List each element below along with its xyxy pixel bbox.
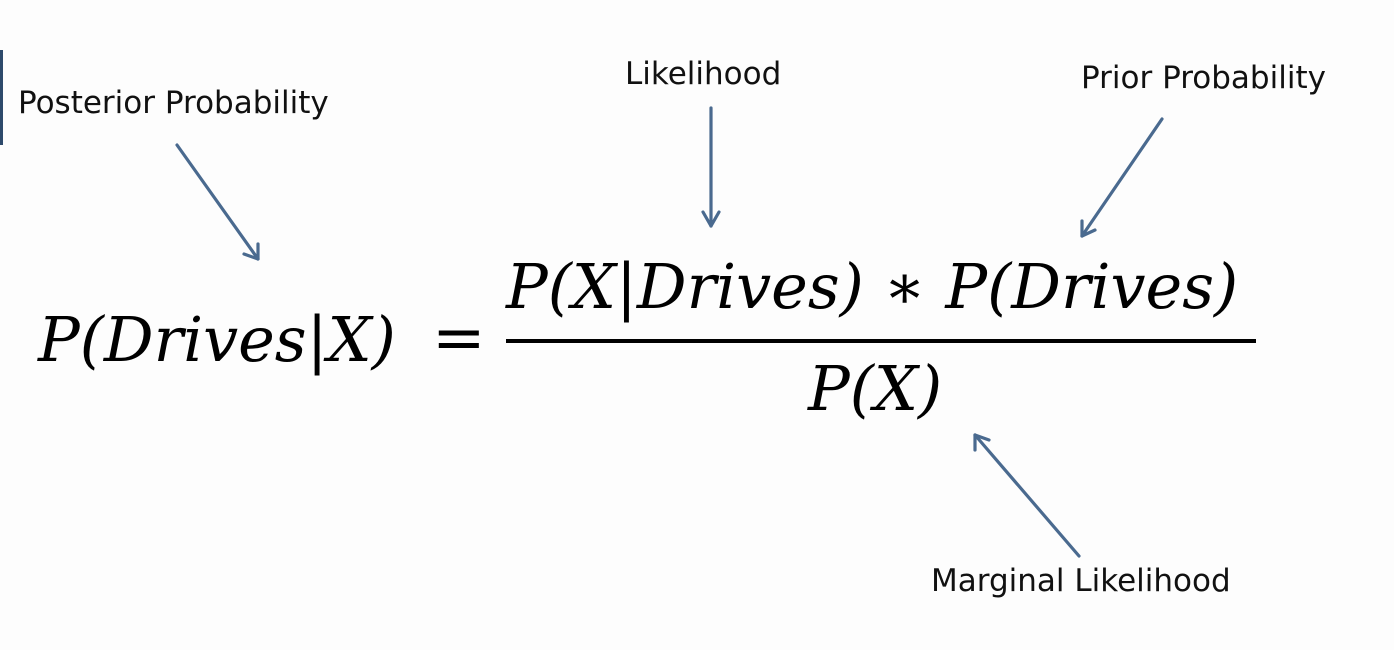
fraction-bar bbox=[506, 339, 1256, 343]
posterior-arrow-icon bbox=[175, 143, 260, 261]
posterior-probability-label: Posterior Probability bbox=[18, 85, 329, 121]
likelihood-arrow-icon bbox=[701, 106, 721, 228]
prior-probability-label: Prior Probability bbox=[1081, 60, 1326, 96]
left-edge-accent bbox=[0, 50, 3, 145]
formula-numerator: P(X|Drives) ∗ P(Drives) bbox=[506, 250, 1239, 323]
formula-lhs: P(Drives|X) bbox=[38, 303, 396, 376]
prior-arrow-icon bbox=[1080, 117, 1164, 238]
marginal-likelihood-label: Marginal Likelihood bbox=[931, 563, 1231, 599]
formula-equals-sign: = bbox=[432, 301, 486, 375]
likelihood-label: Likelihood bbox=[625, 56, 782, 92]
marginal-arrow-icon bbox=[973, 433, 1081, 558]
formula-denominator: P(X) bbox=[808, 352, 943, 425]
